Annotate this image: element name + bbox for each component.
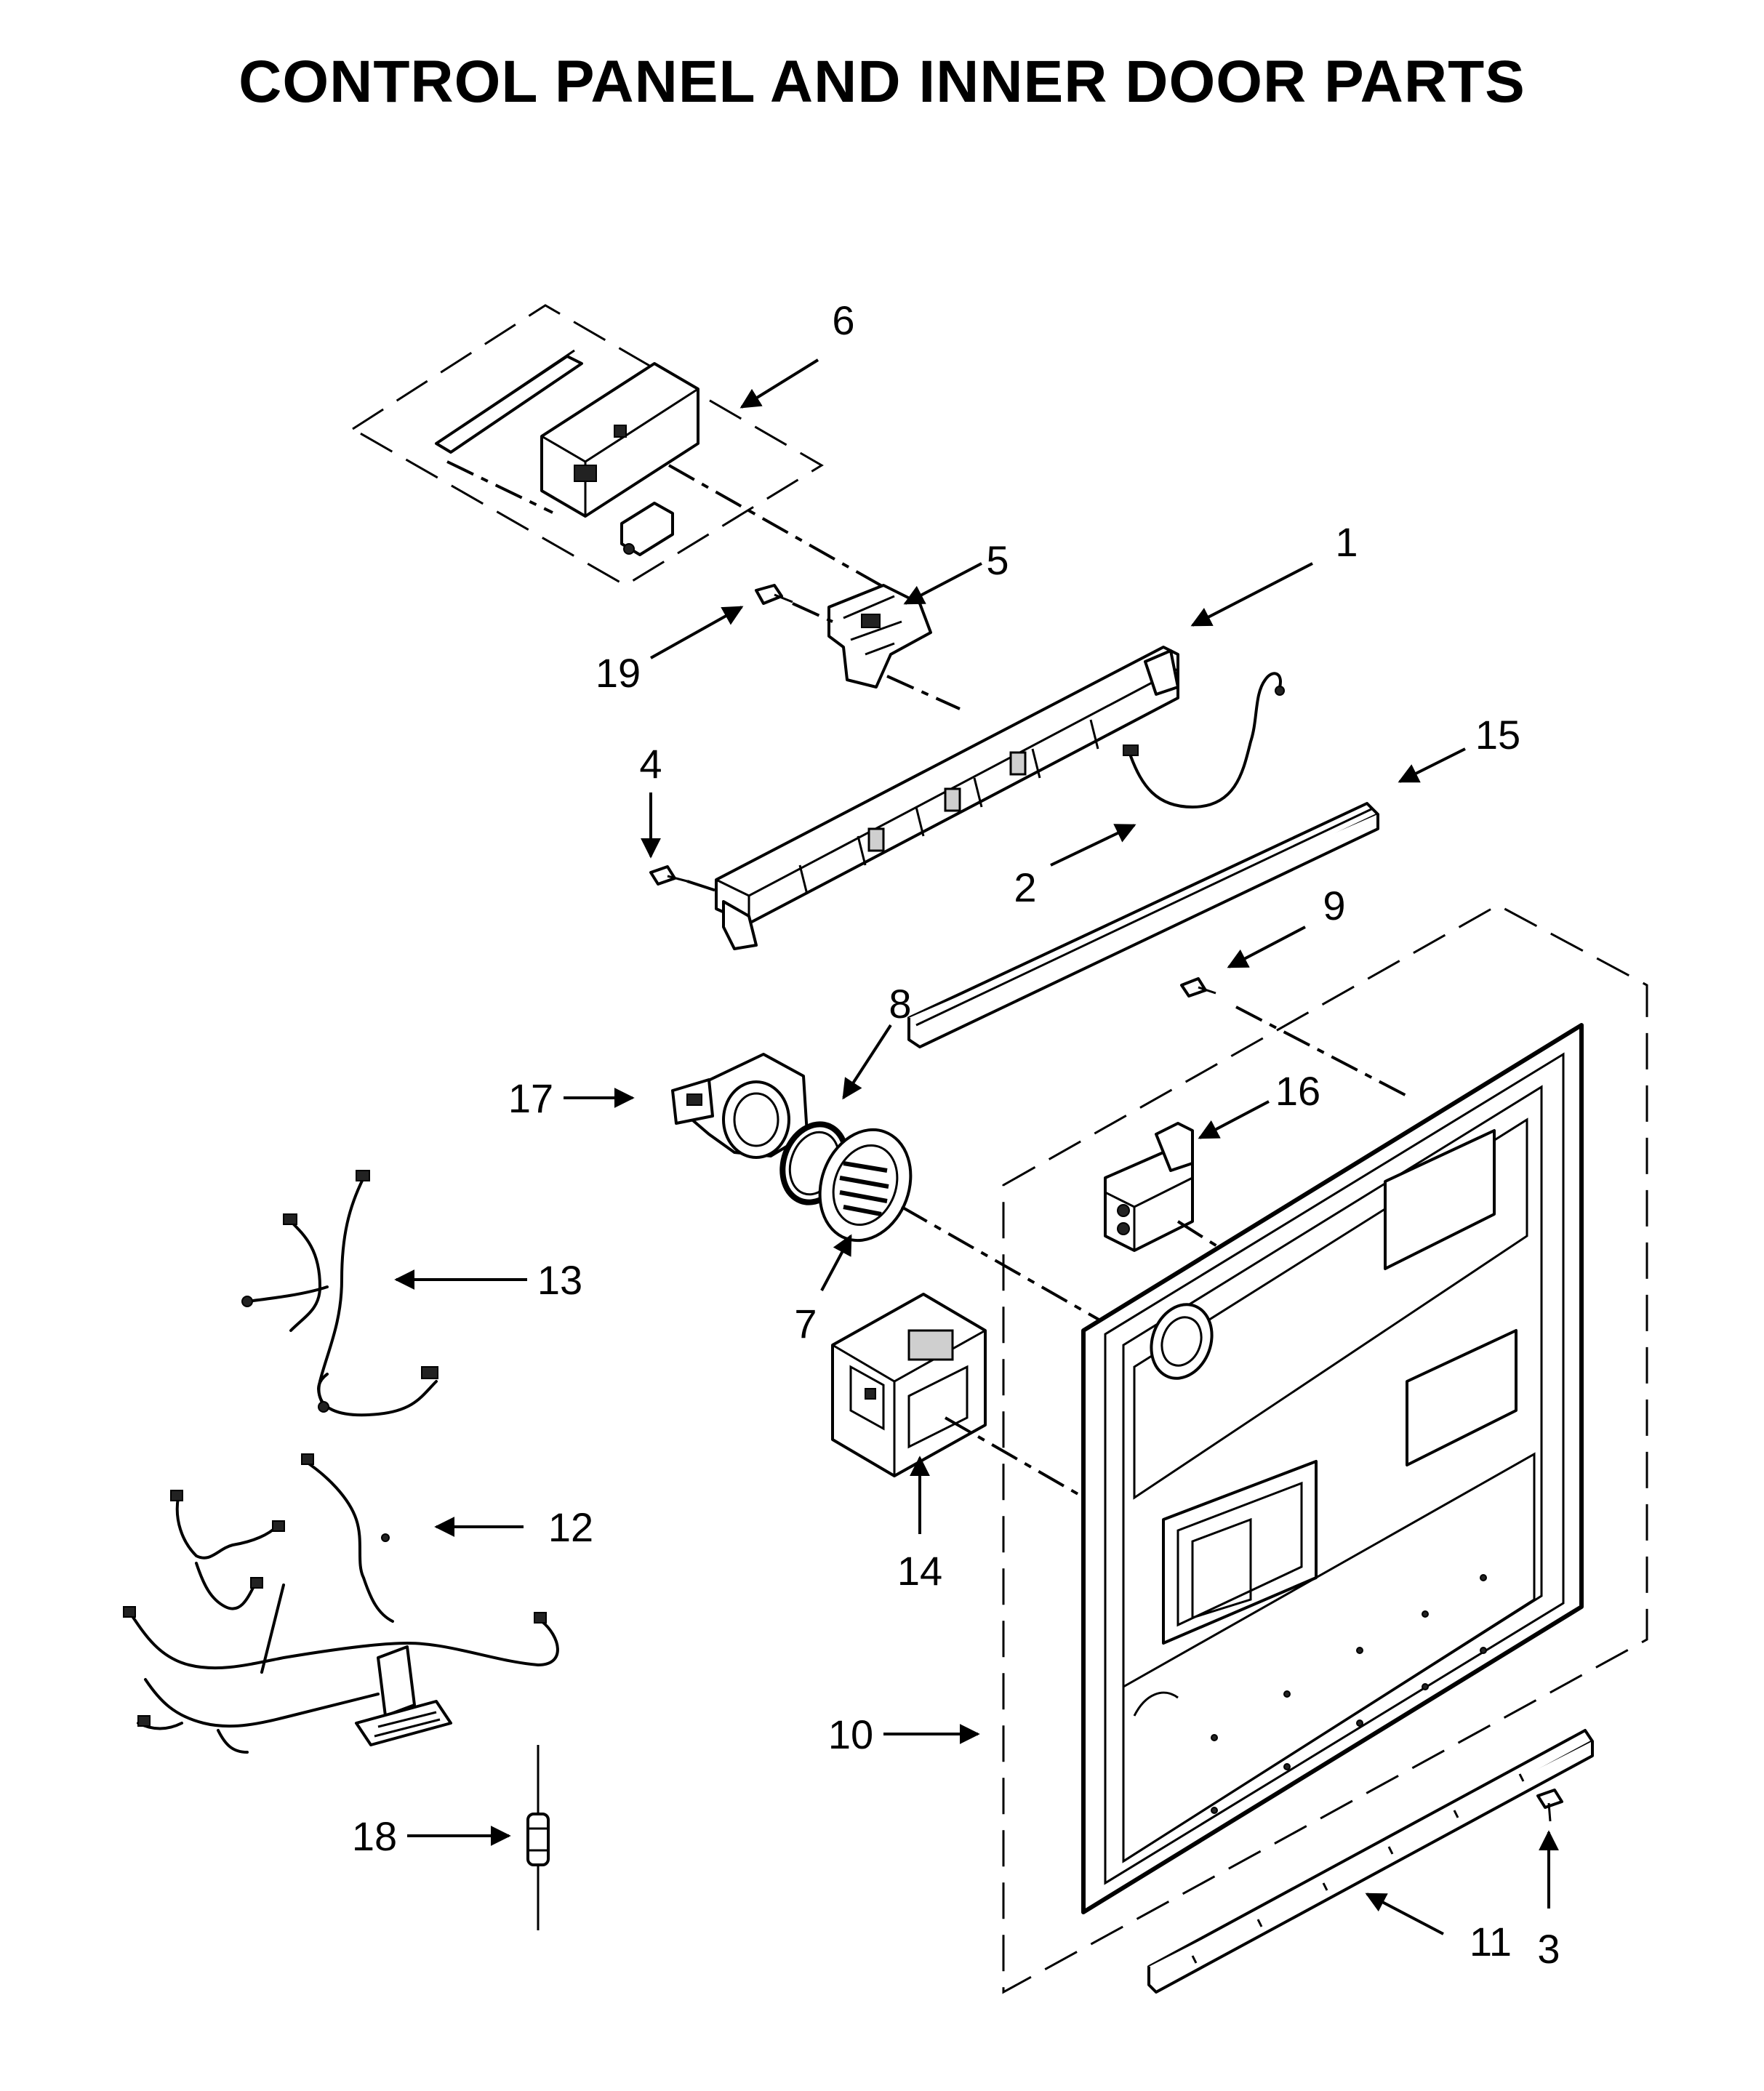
callout-16: 16 — [1275, 1068, 1320, 1114]
callout-18: 18 — [352, 1813, 397, 1859]
callout-8: 8 — [889, 981, 911, 1027]
part-13-wire-harness — [241, 1170, 438, 1417]
callout-17: 17 — [508, 1075, 553, 1121]
part-1-console — [715, 646, 1179, 950]
callout-5: 5 — [986, 537, 1009, 583]
callout-7: 7 — [794, 1301, 817, 1346]
callout-9: 9 — [1323, 883, 1345, 928]
callout-1: 1 — [1335, 519, 1358, 565]
part-14-dispenser — [831, 1293, 1237, 1586]
callout-10: 10 — [828, 1711, 873, 1757]
part-7-vent-cover — [818, 1128, 1106, 1325]
callout-2: 2 — [1014, 864, 1036, 910]
callout-4: 4 — [639, 741, 662, 787]
callout-3: 3 — [1537, 1926, 1560, 1972]
part-4-screw — [649, 865, 717, 892]
part-18-fuse — [526, 1745, 550, 1930]
leader-lines — [394, 358, 1559, 1935]
part-19-screw — [755, 584, 833, 623]
part-9-screw — [1180, 977, 1411, 1099]
part-11-trim — [1147, 1729, 1594, 1994]
part-5-latch — [827, 584, 961, 710]
callout-12: 12 — [548, 1504, 593, 1550]
callout-13: 13 — [537, 1257, 582, 1303]
part-2-wire — [1123, 672, 1285, 808]
callout-19: 19 — [596, 650, 641, 696]
callout-15: 15 — [1475, 712, 1520, 758]
part-10-inner-door — [1002, 904, 1648, 1994]
part-15-strip — [907, 802, 1379, 1048]
callout-11: 11 — [1470, 1919, 1512, 1964]
part-3-screw — [1536, 1789, 1563, 1822]
part-6-ui-assembly — [350, 304, 888, 590]
callout-6: 6 — [832, 297, 854, 343]
part-17-vent-housing — [671, 1053, 809, 1159]
page-title: CONTROL PANEL AND INNER DOOR PARTS — [238, 49, 1526, 115]
callout-14: 14 — [897, 1548, 942, 1594]
callout-labels: 1 2 3 4 5 6 7 8 9 10 11 12 13 14 15 16 1… — [352, 297, 1560, 1972]
part-12-wire-harness — [123, 1453, 559, 1754]
